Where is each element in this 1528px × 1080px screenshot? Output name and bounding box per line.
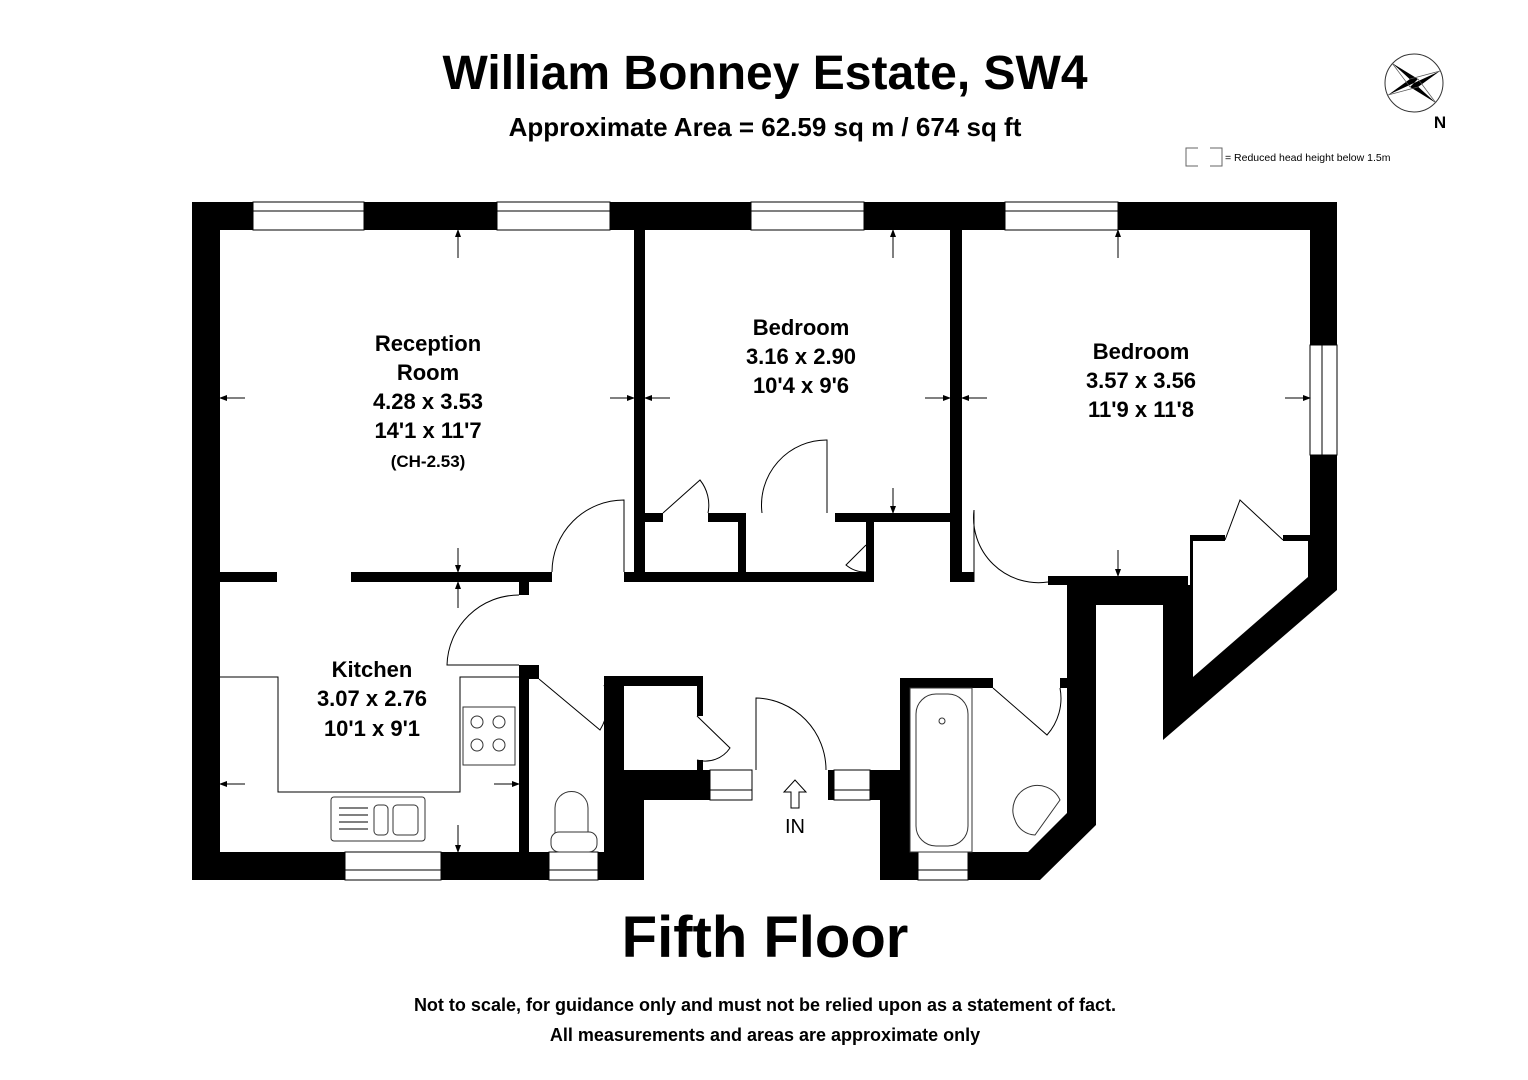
fixtures (220, 676, 1061, 853)
room-name: Room (397, 360, 459, 385)
kitchen-door (446, 594, 520, 666)
hob-icon (462, 706, 516, 766)
entrance-door (755, 697, 827, 771)
cloak-door (696, 715, 731, 762)
bedroom-door (761, 439, 828, 514)
ceiling-height: (CH-2.53) (391, 452, 466, 471)
room-bedroom-1: Bedroom 3.16 x 2.90 10'4 x 9'6 (746, 315, 856, 398)
room-name: Reception (375, 331, 481, 356)
disclaimer-line-2: All measurements and areas are approxima… (550, 1025, 980, 1045)
reduced-height-legend-icon (1185, 147, 1223, 167)
windows (252, 201, 1338, 881)
legend: = Reduced head height below 1.5m (1185, 147, 1391, 167)
bathroom-door (992, 687, 1062, 736)
room-imperial: 11'9 x 11'8 (1088, 397, 1194, 422)
dimension-arrows (219, 229, 1311, 853)
floor-label: Fifth Floor (622, 905, 909, 970)
room-bedroom-2: Bedroom 3.57 x 3.56 11'9 x 11'8 (1086, 339, 1196, 422)
room-metric: 3.16 x 2.90 (746, 344, 856, 369)
room-imperial: 10'1 x 9'1 (324, 716, 420, 741)
compass-rose-icon: N (1384, 53, 1446, 132)
cupboard-door (662, 479, 710, 514)
bedroom2-door (973, 509, 1049, 584)
disclaimer-line-1: Not to scale, for guidance only and must… (414, 995, 1116, 1015)
room-metric: 4.28 x 3.53 (373, 389, 483, 414)
closet-door (1224, 499, 1284, 541)
room-name: Kitchen (332, 657, 413, 682)
kitchen-worktop (220, 676, 519, 793)
reception-door (551, 499, 625, 573)
room-reception: Reception Room 4.28 x 3.53 14'1 x 11'7 (… (373, 331, 483, 471)
approximate-area: Approximate Area = 62.59 sq m / 674 sq f… (509, 112, 1022, 142)
room-imperial: 10'4 x 9'6 (753, 373, 849, 398)
property-title: William Bonney Estate, SW4 (442, 47, 1087, 100)
entrance-label: IN (785, 816, 805, 838)
compass-north-label: N (1434, 113, 1446, 132)
room-kitchen: Kitchen 3.07 x 2.76 10'1 x 9'1 (317, 657, 427, 741)
legend-text: = Reduced head height below 1.5m (1225, 152, 1391, 164)
toilet-icon (554, 791, 589, 841)
entrance-arrow-icon (782, 779, 808, 809)
room-name: Bedroom (1093, 339, 1190, 364)
wc-door (538, 678, 609, 731)
room-name: Bedroom (753, 315, 850, 340)
room-metric: 3.07 x 2.76 (317, 686, 427, 711)
doors (446, 439, 1284, 771)
room-imperial: 14'1 x 11'7 (374, 418, 481, 443)
room-metric: 3.57 x 3.56 (1086, 368, 1196, 393)
basin-icon (1012, 784, 1061, 836)
store-door (845, 544, 867, 573)
walls (192, 202, 1337, 880)
entrance-marker: IN (782, 779, 808, 838)
